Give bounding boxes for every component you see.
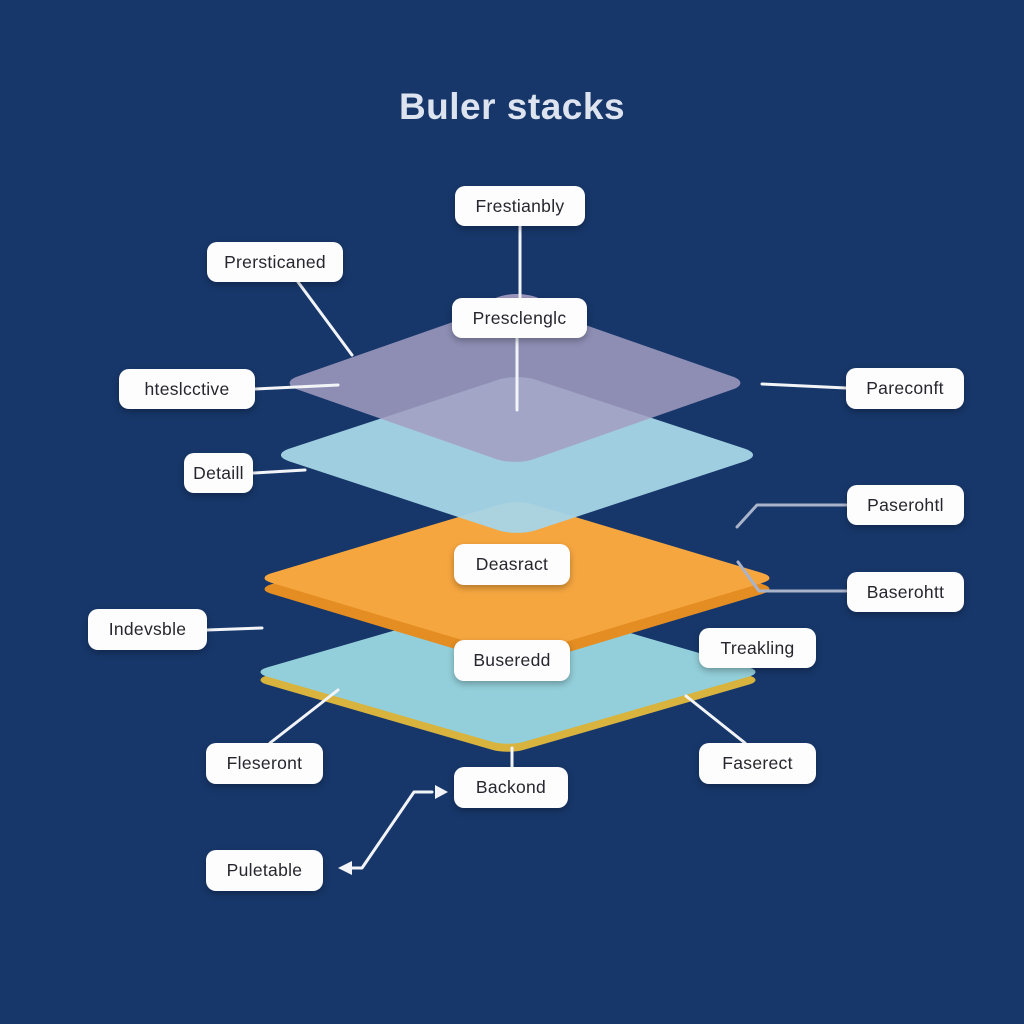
connector-paserohtl: [735, 503, 848, 529]
arrowhead-backond-icon: [435, 785, 448, 799]
label-paserohtl: Paserohtl: [847, 485, 964, 525]
connector-indevsble: [205, 626, 264, 632]
label-hteslcctive: hteslcctive: [119, 369, 255, 409]
label-puletable: Puletable: [206, 850, 323, 891]
label-buseredd: Buseredd: [454, 640, 570, 681]
connector-prersticaned: [296, 280, 354, 357]
connectors-white: [205, 224, 848, 870]
connector-baserohtt: [736, 560, 848, 593]
label-pareconft: Pareconft: [846, 368, 964, 409]
label-fleseront: Fleseront: [206, 743, 323, 784]
label-backond: Backond: [454, 767, 568, 808]
label-detaill: Detaill: [184, 453, 253, 493]
label-treakling: Treakling: [699, 628, 816, 668]
label-indevsble: Indevsble: [88, 609, 207, 650]
label-presclenglc: Presclenglc: [452, 298, 587, 338]
label-prersticaned: Prersticaned: [207, 242, 343, 282]
label-deasract: Deasract: [454, 544, 570, 585]
connectors-gray: [735, 503, 848, 593]
arrowhead-puletable-icon: [338, 861, 352, 875]
connector-faserect: [684, 694, 747, 745]
connector-hteslcctive: [253, 383, 340, 391]
connector-puletable-backond: [343, 790, 434, 870]
label-baserohtt: Baserohtt: [847, 572, 964, 612]
page-title: Buler stacks: [398, 86, 626, 127]
connector-fleseront: [268, 688, 340, 745]
label-frestianbly: Frestianbly: [455, 186, 585, 226]
connector-pareconft: [760, 382, 848, 390]
label-faserect: Faserect: [699, 743, 816, 784]
layer-purple: [289, 304, 741, 462]
connector-detaill: [251, 468, 307, 475]
